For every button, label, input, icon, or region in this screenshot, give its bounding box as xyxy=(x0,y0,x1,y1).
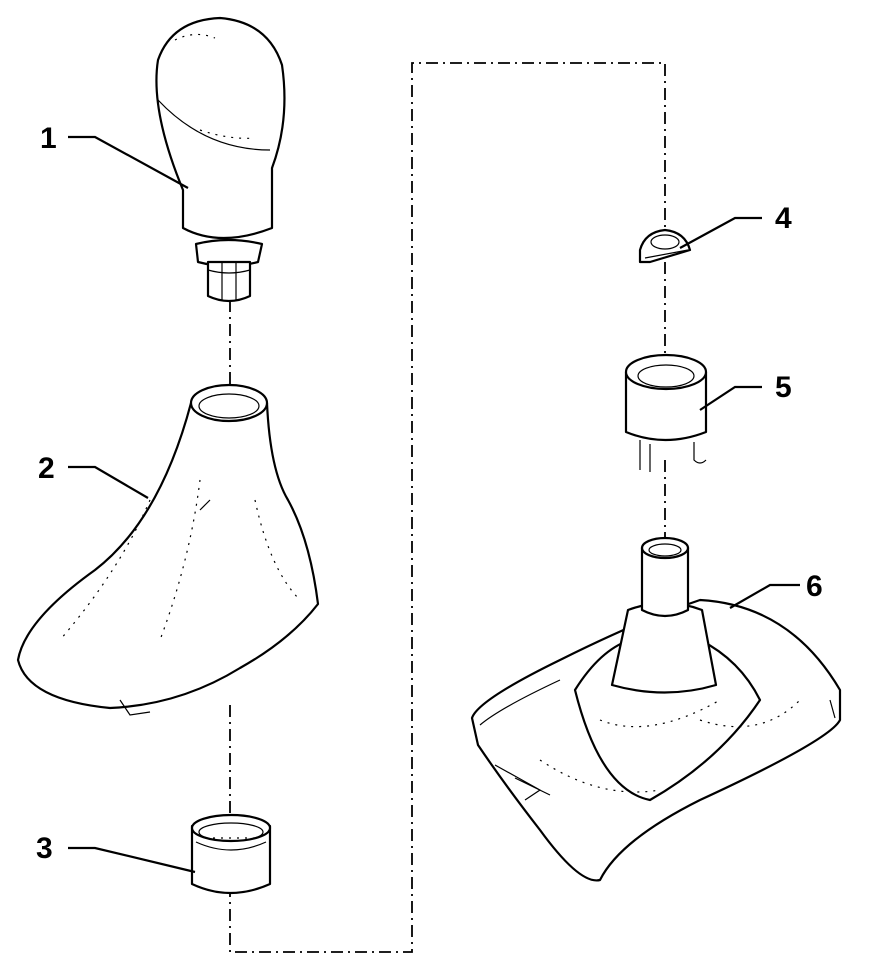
callout-6: 6 xyxy=(806,570,823,603)
retaining-clip-part xyxy=(638,228,692,264)
leader-lines xyxy=(68,135,800,874)
adapter-sleeve-part xyxy=(624,353,708,472)
callout-4: 4 xyxy=(775,202,792,235)
shift-boot-part xyxy=(16,383,320,716)
inner-boot-base-part xyxy=(470,536,842,882)
callout-1: 1 xyxy=(40,122,57,155)
callout-3: 3 xyxy=(36,832,53,865)
assembly-axis-lines xyxy=(229,62,666,953)
gear-knob-part xyxy=(155,16,286,303)
callout-5: 5 xyxy=(775,371,792,404)
clamping-ring-part xyxy=(190,813,272,895)
callout-2: 2 xyxy=(38,452,55,485)
